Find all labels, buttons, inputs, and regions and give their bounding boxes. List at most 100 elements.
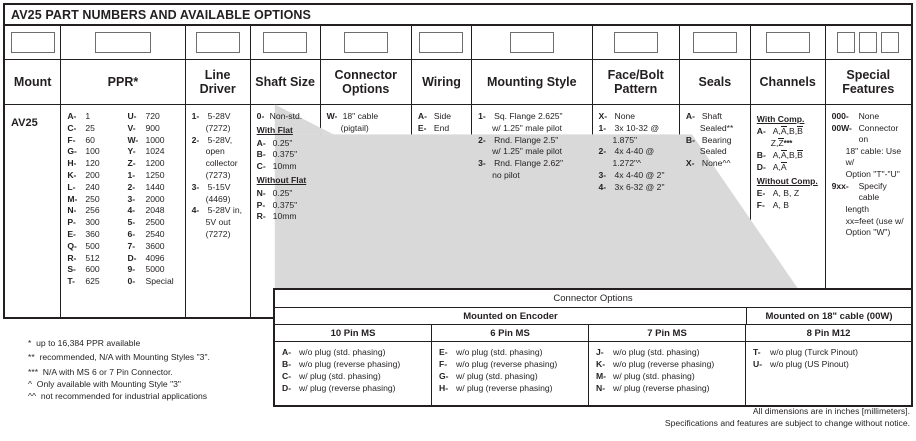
option-text: 625: [85, 276, 100, 287]
option-row: L-240: [67, 182, 119, 193]
connector-option-row: D-w/ plug (reverse phasing): [282, 383, 431, 395]
option-text: 5-15V: [207, 181, 231, 192]
option-code: R-: [67, 252, 77, 263]
channel-signal-text: A,A,B,B: [772, 149, 803, 160]
with-comp-label: With Comp.: [756, 114, 805, 124]
option-text: 3x 6-32 @ 2": [614, 181, 665, 192]
option-row: A-Side: [418, 111, 466, 122]
option-code: 0-: [127, 276, 136, 287]
option-code: 1-: [127, 169, 136, 180]
option-text: 4x 4-40 @ 2": [614, 169, 665, 180]
wiring-fill-box[interactable]: [419, 32, 464, 53]
option-text: 1250: [145, 169, 165, 180]
option-row: H-120: [67, 158, 119, 169]
group-mounted-on-cable: Mounted on 18" cable (00W): [765, 310, 893, 322]
option-continuation: (pigtail): [340, 122, 369, 133]
shaft-size-selection-box-row: [250, 26, 320, 60]
option-text: None: [858, 111, 880, 121]
special-features-fill-box-1[interactable]: [837, 32, 856, 53]
shaft-nonstd-text: Non-std.: [269, 111, 303, 121]
column-shaft-size: Shaft Size 0- Non-std. With Flat A-0.25"…: [250, 26, 321, 319]
connector-option-row: H-w/ plug (reverse phasing): [439, 383, 588, 395]
option-text: 0.375": [272, 199, 298, 210]
option-continuation: open: [205, 146, 225, 157]
connector-option-row: U-w/o plug (US Pinout): [753, 359, 911, 371]
option-row: A-1: [67, 111, 119, 122]
footnotes-block: * up to 16,384 PPR available ** recommen…: [28, 336, 210, 402]
option-row: 3-Rnd. Flange 2.62": [478, 158, 586, 169]
mount-value: AV25: [11, 117, 38, 129]
option-text: 25: [85, 122, 95, 133]
mounting-style-fill-box[interactable]: [509, 32, 554, 53]
seals-selection-box-row: [679, 26, 750, 60]
option-text: Rnd. Flange 2.5": [494, 134, 559, 145]
connector-selection-box-row: [320, 26, 411, 60]
option-code: A-: [685, 111, 695, 121]
option-text: None: [614, 111, 636, 121]
option-text: Connector on: [858, 122, 899, 145]
mount-fill-box[interactable]: [10, 32, 55, 53]
option-row: 6-2540: [127, 229, 179, 240]
option-code: M-: [596, 371, 607, 382]
shaft-with-flat-list: A-0.25"B-0.375"C-10mm: [257, 138, 315, 173]
channel-signal-text: A,A,B,B: [772, 126, 803, 137]
option-code: C-: [256, 161, 266, 172]
seals-fill-box[interactable]: [692, 32, 737, 53]
channels-fill-box[interactable]: [765, 32, 810, 53]
shaft-size-body: 0- Non-std. With Flat A-0.25"B-0.375"C-1…: [251, 105, 320, 319]
option-code: T-: [67, 276, 75, 287]
option-row: B-0.375": [257, 149, 315, 160]
connector-fill-box[interactable]: [343, 32, 388, 53]
option-code: A-: [417, 111, 427, 121]
footnote-3: *** N/A with MS 6 or 7 Pin Connector.: [28, 366, 173, 377]
channel-signal-text: A, B, Z: [772, 188, 800, 199]
option-code: W-: [326, 111, 338, 121]
mount-header: Mount: [5, 60, 61, 105]
option-code: G-: [439, 371, 449, 382]
option-row: 000-None: [832, 111, 906, 122]
option-row: 9xx-Specify cable: [832, 181, 906, 204]
special-features-fill-box-2[interactable]: [859, 32, 878, 53]
option-text: w/ plug (std. phasing): [456, 371, 538, 382]
option-row: 4-3x 6-32 @ 2": [599, 182, 674, 193]
option-row: D-4096: [127, 253, 179, 264]
channel-option-continuation: Z,Z ***: [757, 138, 820, 149]
ppr-fill-box[interactable]: [94, 32, 151, 53]
option-code: R-: [256, 211, 266, 222]
special-features-fill-box-3[interactable]: [881, 32, 900, 53]
option-row: G-100: [67, 146, 119, 157]
option-code: S-: [67, 264, 76, 275]
channel-signal-text: A,A: [772, 161, 787, 172]
option-code: D-: [127, 252, 137, 263]
option-continuation: Option "T"-"U": [845, 168, 900, 179]
option-continuation: Sealed: [699, 146, 727, 157]
option-text: 3600: [145, 240, 165, 251]
face-bolt-fill-box[interactable]: [613, 32, 658, 53]
mounting-style-selection-box-row: [472, 26, 592, 60]
line-driver-selection-box-row: [185, 26, 250, 60]
shaft-size-fill-box[interactable]: [263, 32, 308, 53]
option-text: 0.25": [272, 187, 293, 198]
option-row: T- 625: [67, 276, 119, 287]
channel-signal-text: Z,Z: [770, 138, 784, 149]
option-code: K-: [596, 359, 606, 370]
option-code: Q-: [67, 240, 77, 251]
without-flat-label: Without Flat: [256, 175, 307, 186]
channels-header: Channels: [750, 60, 825, 105]
line-driver-fill-box[interactable]: [195, 32, 240, 53]
option-row: A-Shaft: [686, 111, 745, 122]
option-text: 3x 10-32 @: [614, 122, 660, 133]
pin8-list: T-w/o plug (Turck Pinout)U-w/o plug (US …: [746, 342, 911, 406]
shaft-without-flat-list: N-0.25"P-0.375"R-10mm: [257, 188, 315, 223]
channel-option-row: B-A,A,B,B: [757, 149, 820, 161]
pin10-list: A-w/o plug (std. phasing)B-w/o plug (rev…: [275, 342, 432, 406]
face-bolt-header: Face/Bolt Pattern: [592, 60, 679, 105]
column-mount: Mount AV25: [5, 26, 62, 319]
option-text: 240: [85, 181, 100, 192]
option-row: 9-5000: [127, 264, 179, 275]
option-text: A, B: [770, 200, 789, 211]
